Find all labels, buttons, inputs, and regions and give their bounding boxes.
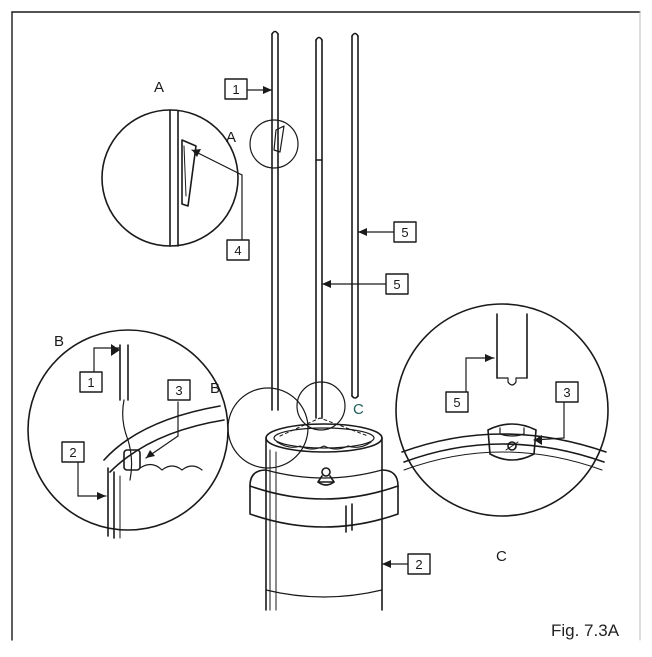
callout-detail-b-clip: 3 [175,383,182,398]
detail-c-title: C [496,548,507,565]
rod-5-right [351,32,359,399]
tank-top-fitting [317,467,335,486]
detail-b-title: B [54,333,64,350]
detail-c-marker-circle [296,381,346,431]
detail-a-marker-letter: A [226,129,236,146]
callout-detail-a: 4 [234,243,241,258]
callout-middle-rod: 5 [393,277,400,292]
callout-tank-lower: 2 [415,557,422,572]
detail-a-title: A [154,79,164,96]
rod-1 [271,30,279,411]
detail-c-marker-letter: C [353,401,364,418]
rod-5-middle [315,36,323,419]
figure-caption: Fig. 7.3A [551,621,620,640]
figure-frame [11,11,641,641]
detail-b-marker-circle [227,387,309,469]
callout-detail-b-rod: 1 [87,375,94,390]
detail-c-view [395,303,609,517]
callout-rod-top: 1 [232,82,239,97]
callout-detail-c-clip: 3 [563,385,570,400]
detail-a-marker-circle [249,119,299,169]
arrowheads [97,86,542,568]
detail-b-view [27,329,229,539]
tank-body [264,417,384,614]
callout-boxes [61,78,579,575]
callout-detail-b-tank: 2 [69,445,76,460]
clamp-band [249,469,399,533]
detail-a-marker-clip [273,125,285,153]
callout-right-rod-upper: 5 [401,225,408,240]
callout-detail-c-rod: 5 [453,395,460,410]
detail-a-view [101,109,243,247]
detail-b-marker-letter: B [210,380,220,397]
